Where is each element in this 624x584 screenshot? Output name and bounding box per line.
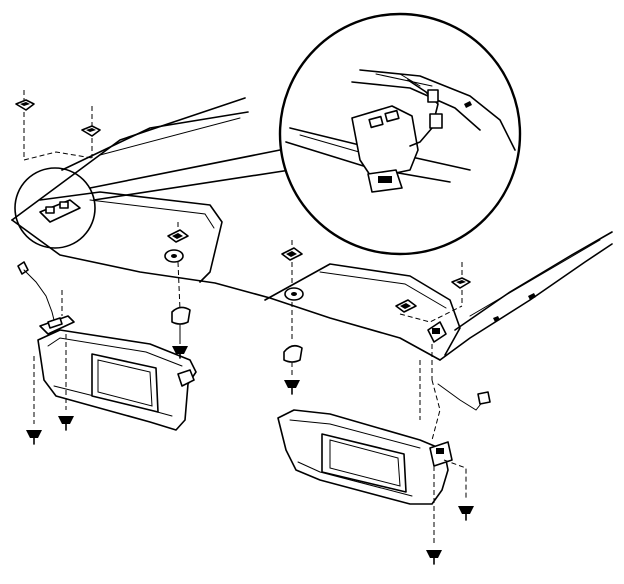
left-visor-bracket [39,199,81,223]
visor-retainer-clip [284,287,304,340]
right-sun-visor [277,383,491,505]
harness-connector-icon [429,113,443,129]
detail-leader-line [93,169,291,201]
harness-connector-icon [477,391,491,405]
screw [26,356,42,445]
detail-leader-line [89,149,281,189]
left-visor-retainer-clips [15,90,101,161]
visor-mirror [91,353,159,413]
roof-tab-icon [528,293,536,300]
detail-magnifier-circle [278,12,522,256]
wiring-harness [23,269,55,321]
headliner-panel [11,97,613,361]
screw [284,380,300,395]
visor-retainer-clip [395,299,463,323]
right-visor-bracket [427,321,447,380]
left-sun-visor [17,261,197,431]
visor-retainer-clip [451,262,471,306]
visor-retainer-clip [281,240,303,284]
roof-tab-icon [493,316,500,322]
visor-retainer-clip [164,222,189,311]
screw [58,334,74,431]
alignment-guide [431,379,441,441]
visor-retainer-clip [81,106,101,158]
wiring-harness [437,383,485,411]
visor-retainer-clip [171,306,191,344]
harness-connector-icon [427,89,439,103]
visor-retainer-clip [15,90,35,160]
screw [458,506,474,521]
visor-retainer-clip [283,344,303,376]
screw [426,466,442,565]
detail-callout-circle-small [14,167,96,249]
visor-mirror [321,433,407,493]
